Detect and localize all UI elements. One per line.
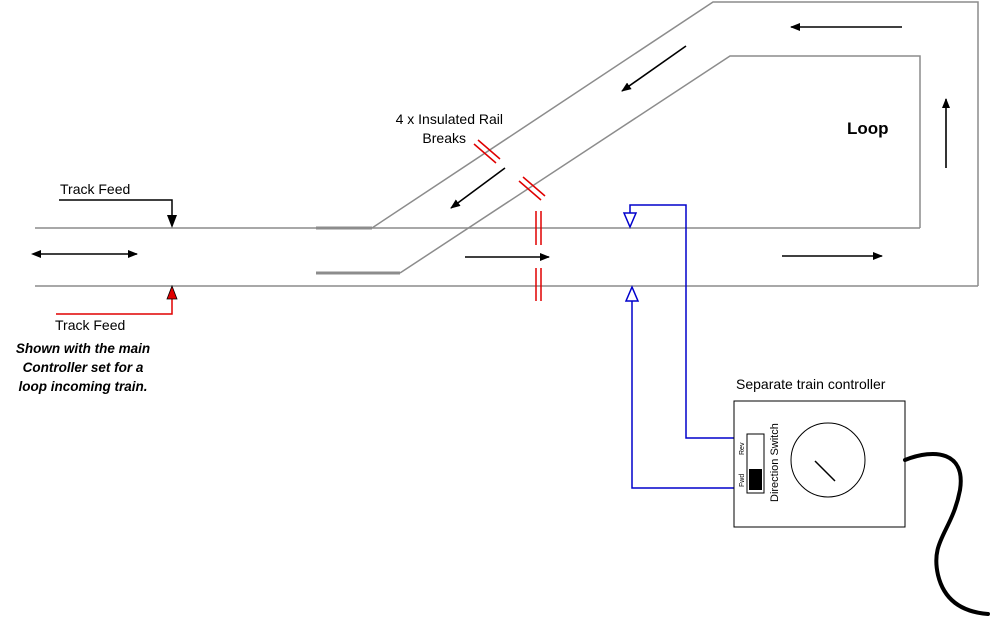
controller-wire-rev	[629, 204, 734, 439]
controller-title: Separate train controller	[736, 376, 886, 392]
loop-label: Loop	[847, 119, 889, 138]
arrow-up-icon	[166, 284, 178, 300]
arrow-up-icon	[624, 285, 640, 302]
note: Shown with the main Controller set for a…	[16, 341, 150, 394]
track-feed-bottom: Track Feed	[55, 284, 178, 333]
insulated-break-main-bottom	[535, 268, 542, 301]
arrow-down-left-icon	[450, 167, 506, 209]
controller-wire-fwd	[631, 300, 734, 489]
insulated-rail-breaks	[473, 139, 546, 301]
arrow-down-left-icon	[621, 45, 687, 92]
direction-switch[interactable]: Rev Fwd Direction Switch	[739, 423, 781, 502]
controller-wiring	[622, 204, 734, 489]
direction-switch-label: Direction Switch	[769, 423, 781, 502]
power-cable	[903, 452, 990, 616]
main-track	[35, 227, 978, 287]
insulated-break-inner	[518, 176, 546, 201]
switch-fwd-label: Fwd	[739, 474, 746, 487]
insulated-breaks-label-line2: Breaks	[422, 130, 466, 146]
switch-rev-label: Rev	[739, 442, 746, 455]
note-line3: loop incoming train.	[19, 379, 148, 394]
feed-wire-top	[59, 199, 173, 224]
insulated-break-outer	[473, 139, 501, 164]
loop-outer-rail	[371, 1, 979, 286]
loop-inner-rail	[399, 55, 921, 274]
direction-switch-lever[interactable]	[749, 469, 762, 490]
track-feed-top: Track Feed	[59, 181, 177, 228]
arrow-down-icon	[622, 212, 638, 229]
knob-icon[interactable]	[790, 422, 866, 498]
track-feed-top-label: Track Feed	[60, 181, 130, 197]
speed-knob[interactable]	[790, 422, 866, 498]
loop-track	[316, 1, 979, 286]
insulated-break-main-top	[535, 211, 542, 245]
direction-arrows	[31, 23, 950, 261]
note-line2: Controller set for a	[23, 360, 144, 375]
arrow-down-icon	[167, 215, 177, 228]
track-feed-bottom-label: Track Feed	[55, 317, 125, 333]
note-line1: Shown with the main	[16, 341, 150, 356]
speed-knob-pointer	[814, 460, 836, 482]
feed-wire-bottom	[56, 290, 173, 315]
train-controller: Separate train controller Rev Fwd Direct…	[733, 376, 990, 616]
insulated-breaks-label-line1: 4 x Insulated Rail	[396, 111, 503, 127]
